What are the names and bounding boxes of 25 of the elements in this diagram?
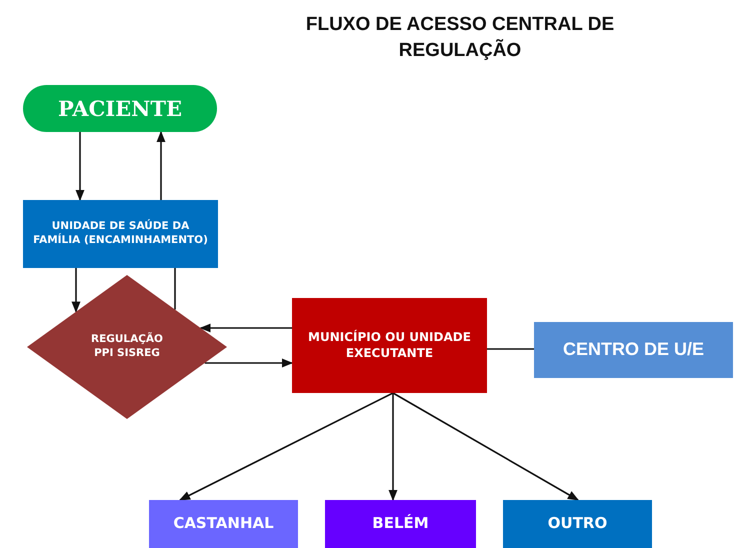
process-box <box>292 298 487 393</box>
terminal-pill <box>23 85 217 132</box>
node-label: REGULAÇÃO PPI SISREG <box>90 333 164 361</box>
process-box <box>23 200 218 268</box>
arrow <box>388 393 398 502</box>
node-label: UNIDADE DE SAÚDE DA FAMÍLIA (ENCAMINHAMENTO) <box>32 220 209 248</box>
arrow <box>392 392 579 501</box>
arrow <box>156 130 166 200</box>
process-box <box>503 500 652 548</box>
node-label: OUTRO <box>548 514 608 534</box>
arrow <box>204 358 294 368</box>
process-box <box>325 500 476 548</box>
process-box <box>534 322 733 378</box>
node-label: CASTANHAL <box>173 514 274 534</box>
diagram-title: FLUXO DE ACESSO CENTRAL DE REGULAÇÃO <box>304 13 616 63</box>
node-label: MUNICÍPIO OU UNIDADE EXECUTANTE <box>307 330 472 362</box>
process-box <box>149 500 298 548</box>
decision-diamond <box>27 275 227 419</box>
arrow <box>179 392 394 501</box>
node-label: PACIENTE <box>58 94 182 122</box>
arrow <box>200 324 292 332</box>
arrow <box>76 132 84 202</box>
arrow <box>72 268 80 313</box>
node-label: CENTRO DE U/E <box>562 338 704 362</box>
node-label: BELÉM <box>372 514 429 534</box>
